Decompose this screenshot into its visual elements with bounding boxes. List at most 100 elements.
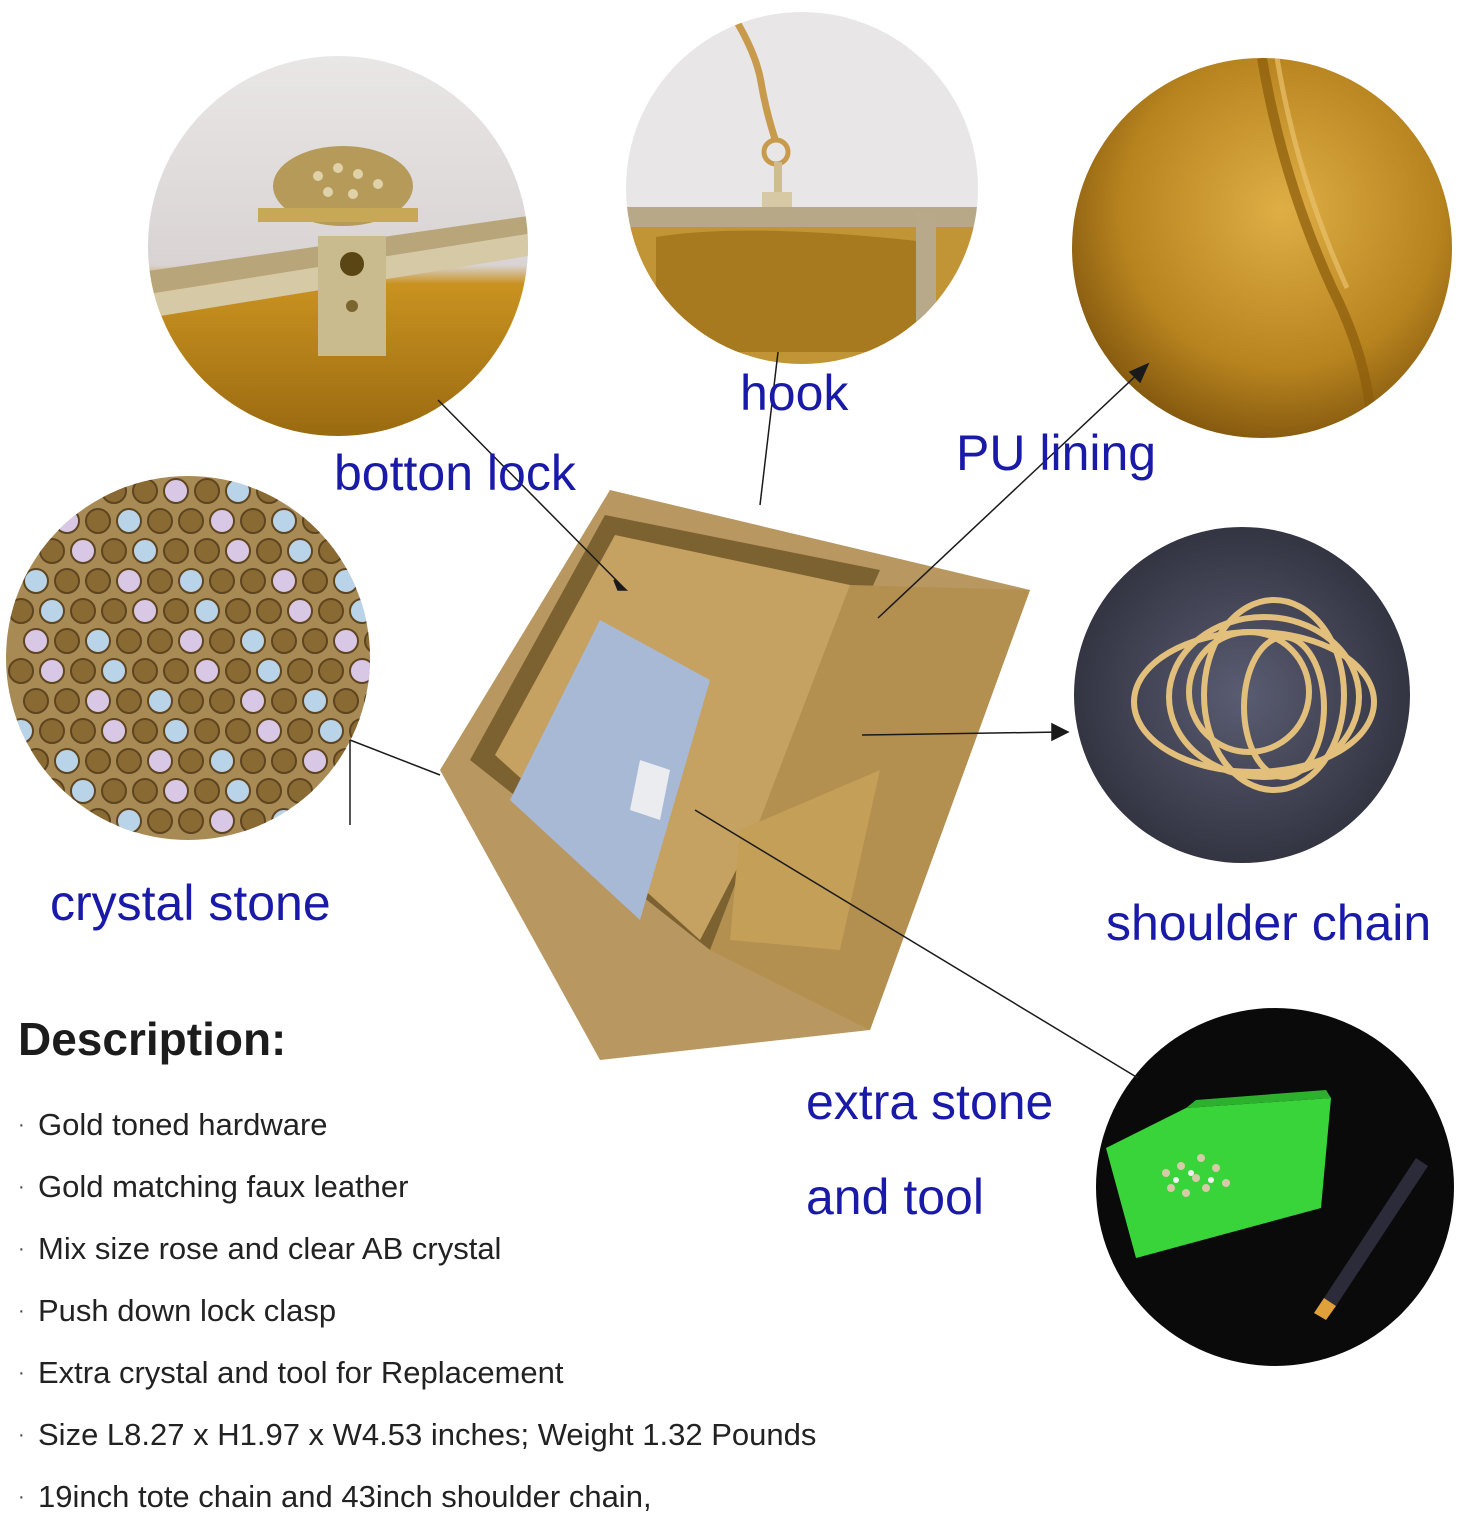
description-item-text: Extra crystal and tool for Replacement [38, 1355, 564, 1390]
crystal-gem [147, 688, 173, 714]
crystal-gem [70, 658, 96, 684]
crystal-gem [364, 630, 370, 652]
crystal-gem [39, 538, 65, 564]
crystal-gem [132, 598, 158, 624]
crystal-gem [147, 508, 173, 534]
crystal-gem [271, 508, 297, 534]
crystal-gem [101, 598, 127, 624]
crystal-gem [85, 748, 111, 774]
crystal-gem [85, 508, 111, 534]
crystal-gem [209, 628, 235, 654]
description-title: Description: [18, 1013, 287, 1065]
crystal-gem [240, 508, 266, 534]
crystal-gem [256, 538, 282, 564]
crystal-stone-photo [6, 476, 370, 840]
crystal-gem [132, 658, 158, 684]
crystal-gem [302, 568, 328, 594]
crystal-gem [163, 478, 189, 504]
crystal-gem [225, 778, 251, 804]
crystal-gem [101, 658, 127, 684]
extra-stone-tool-photo [1096, 1008, 1454, 1366]
crystal-gem [318, 718, 344, 744]
label-hook: hook [740, 365, 849, 421]
crystal-gem [116, 688, 142, 714]
crystal-gem [39, 718, 65, 744]
crystal-gem [178, 688, 204, 714]
label-and-tool: and tool [806, 1169, 984, 1225]
label-pu-lining: PU lining [956, 425, 1157, 481]
crystal-gem [116, 568, 142, 594]
crystal-gem [225, 658, 251, 684]
crystal-gem [302, 688, 328, 714]
crystal-gem [318, 598, 344, 624]
crystal-gem [194, 598, 220, 624]
crystal-gem [163, 658, 189, 684]
crystal-gem [132, 778, 158, 804]
crystal-gem [39, 658, 65, 684]
button-lock-photo [148, 56, 528, 436]
crystal-gem [209, 748, 235, 774]
crystal-gem [333, 688, 359, 714]
crystal-gem [54, 628, 80, 654]
crystal-gem [194, 718, 220, 744]
crystal-gem [116, 508, 142, 534]
bullet-dot: · [18, 1486, 25, 1508]
description-list: · Gold toned hardware · Gold matching faux … [18, 1094, 816, 1528]
crystal-gem [240, 748, 266, 774]
crystal-gem [349, 658, 370, 684]
crystal-gem [271, 688, 297, 714]
crystal-gem [70, 778, 96, 804]
crystal-gem [194, 778, 220, 804]
crystal-gem [116, 628, 142, 654]
crystal-gem [163, 778, 189, 804]
crystal-gem [256, 778, 282, 804]
description-item-text: Gold matching faux leather [38, 1169, 409, 1204]
crystal-gem [194, 658, 220, 684]
bullet-dot: · [18, 1238, 25, 1260]
crystal-gem [147, 568, 173, 594]
description-item-text: 19inch tote chain and 43inch shoulder ch… [38, 1479, 652, 1514]
description-item: · 19inch tote chain and 43inch shoulder c… [18, 1466, 816, 1528]
description-item: · Gold toned hardware [18, 1094, 816, 1156]
crystal-gem [271, 568, 297, 594]
bullet-dot: · [18, 1300, 25, 1322]
crystal-gem [101, 778, 127, 804]
crystal-gem [256, 718, 282, 744]
crystal-gem [240, 628, 266, 654]
crystal-gem [271, 748, 297, 774]
bullet-dot: · [18, 1114, 25, 1136]
description-item-text: Size L8.27 x H1.97 x W4.53 inches; Weigh… [38, 1417, 817, 1452]
label-button-lock: botton lock [334, 445, 576, 501]
crystal-gem [147, 808, 173, 834]
crystal-gem [54, 568, 80, 594]
crystal-gem [54, 748, 80, 774]
crystal-gem [225, 598, 251, 624]
crystal-gem [271, 628, 297, 654]
crystal-gem [302, 628, 328, 654]
crystal-gem [70, 718, 96, 744]
crystal-gem [70, 538, 96, 564]
description-item-text: Mix size rose and clear AB crystal [38, 1231, 502, 1266]
crystal-gem [85, 628, 111, 654]
bullet-dot: · [18, 1424, 25, 1446]
crystal-gem [178, 508, 204, 534]
crystal-gem [256, 598, 282, 624]
crystal-gem [194, 538, 220, 564]
crystal-gem [23, 688, 49, 714]
description-item: · Size L8.27 x H1.97 x W4.53 inches; Weig… [18, 1404, 816, 1466]
bullet-dot: · [18, 1362, 25, 1384]
crystal-gem [147, 748, 173, 774]
description-item: · Mix size rose and clear AB crystal [18, 1218, 816, 1280]
description-item-text: Gold toned hardware [38, 1107, 328, 1142]
crystal-gem [178, 808, 204, 834]
label-extra-stone: extra stone [806, 1074, 1054, 1130]
crystal-gem [209, 508, 235, 534]
crystal-gem [240, 568, 266, 594]
crystal-gem [23, 568, 49, 594]
crystal-gem [163, 598, 189, 624]
crystal-gem [85, 688, 111, 714]
crystal-gem [225, 538, 251, 564]
description-item-text: Push down lock clasp [38, 1293, 337, 1328]
crystal-gem [147, 628, 173, 654]
